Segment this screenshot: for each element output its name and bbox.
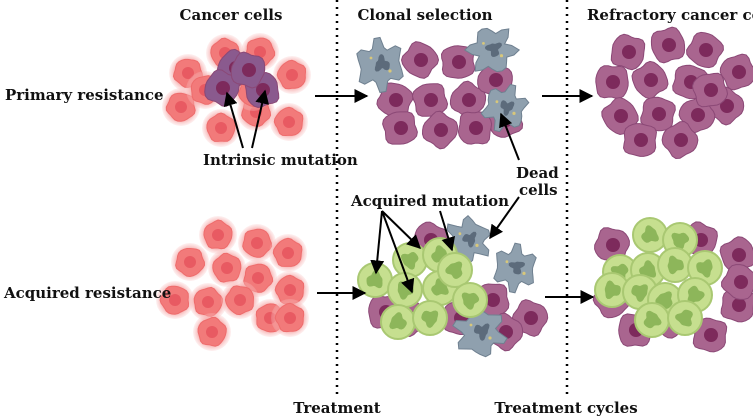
- cancer-cell: [269, 234, 307, 272]
- acquired-mutant-cell: [437, 252, 473, 288]
- acquired-refractory-cells: [592, 217, 753, 353]
- column-title-clonal-selection: Clonal selection: [357, 6, 492, 24]
- dead-cell: [356, 36, 404, 94]
- acquired-mutant-cell: [357, 262, 393, 298]
- cancer-cell: [156, 281, 194, 319]
- acquired-mutant-cell: [452, 282, 488, 318]
- pointer-acquired-1: [381, 210, 422, 249]
- resistant-cell: [640, 96, 676, 132]
- pointer-dead-up: [499, 112, 520, 161]
- cancer-cell: [199, 216, 237, 254]
- pointer-acquired-3: [370, 210, 385, 275]
- pointer-intrinsic-2: [251, 89, 270, 149]
- primary-cancer-cells: [162, 33, 311, 147]
- acquired-mutant-cell: [380, 304, 416, 340]
- bottom-label-treatment-cycles: Treatment cycles: [494, 399, 637, 417]
- resistant-cell: [661, 120, 699, 160]
- resistant-cell: [721, 264, 753, 300]
- resistant-cell: [400, 41, 440, 79]
- primary-refractory-cells: [595, 26, 753, 160]
- resistant-cell: [477, 60, 513, 100]
- resistant-cell: [692, 317, 728, 353]
- annotation-intrinsic-mutation: Intrinsic mutation: [203, 151, 358, 169]
- acquired-mutant-cell: [667, 300, 703, 336]
- resistant-cell: [411, 83, 449, 117]
- bottom-label-treatment: Treatment: [293, 399, 380, 417]
- primary-clonal-selection-cells: [356, 27, 530, 150]
- cancer-cell: [270, 103, 308, 141]
- cancer-cell: [193, 313, 231, 351]
- cancer-cell: [208, 249, 246, 287]
- cancer-cell: [221, 281, 259, 319]
- cancer-cell: [271, 271, 309, 309]
- row-label-primary: Primary resistance: [5, 86, 164, 104]
- dead-cell: [463, 27, 521, 73]
- acquired-mutant-cell: [632, 217, 668, 253]
- resistant-cell: [719, 53, 753, 91]
- mutant-cell: [230, 51, 266, 89]
- cancer-cell: [238, 224, 276, 262]
- column-title-refractory: Refractory cancer cells: [587, 6, 753, 24]
- pointer-dead-down: [489, 196, 520, 240]
- resistant-cell: [631, 60, 669, 100]
- acquired-mutant-cell: [392, 242, 428, 278]
- resistant-cell: [595, 65, 629, 99]
- row-label-acquired: Acquired resistance: [3, 284, 171, 302]
- acquired-mutant-cell: [412, 300, 448, 336]
- dead-cell: [452, 306, 508, 358]
- annotation-acquired-mutation: Acquired mutation: [350, 192, 509, 210]
- resistant-cell: [449, 80, 487, 120]
- acquired-mutant-cell: [387, 272, 423, 308]
- acquired-cancer-cells: [156, 216, 309, 351]
- acquired-mutant-cell: [634, 302, 670, 338]
- resistant-cell: [382, 111, 418, 145]
- resistant-cell: [719, 236, 753, 274]
- resistant-cell: [650, 26, 686, 64]
- resistant-cell: [440, 45, 476, 79]
- dead-cell: [493, 242, 537, 294]
- pointer-acquired-2: [381, 210, 415, 294]
- acquired-clonal-selection-cells: [357, 215, 549, 358]
- resistant-cell: [686, 31, 724, 69]
- cancer-cell: [171, 243, 209, 281]
- cancer-cell: [271, 299, 309, 337]
- annotation-dead-line2: cells: [519, 181, 558, 199]
- pointer-acquired-4: [439, 210, 455, 252]
- pointer-intrinsic-1: [223, 91, 244, 149]
- resistant-cell: [691, 72, 729, 108]
- cancer-cell: [189, 283, 227, 321]
- dead-cell: [480, 83, 530, 133]
- annotation-dead-line1: Dead: [516, 164, 559, 182]
- acquired-mutant-cell: [657, 247, 693, 283]
- cancer-cell: [202, 109, 240, 147]
- resistant-cell: [622, 123, 658, 157]
- column-title-cancer-cells: Cancer cells: [180, 6, 283, 24]
- resistant-cell: [421, 110, 459, 150]
- cancer-cell: [273, 56, 311, 94]
- resistant-cell: [610, 33, 646, 71]
